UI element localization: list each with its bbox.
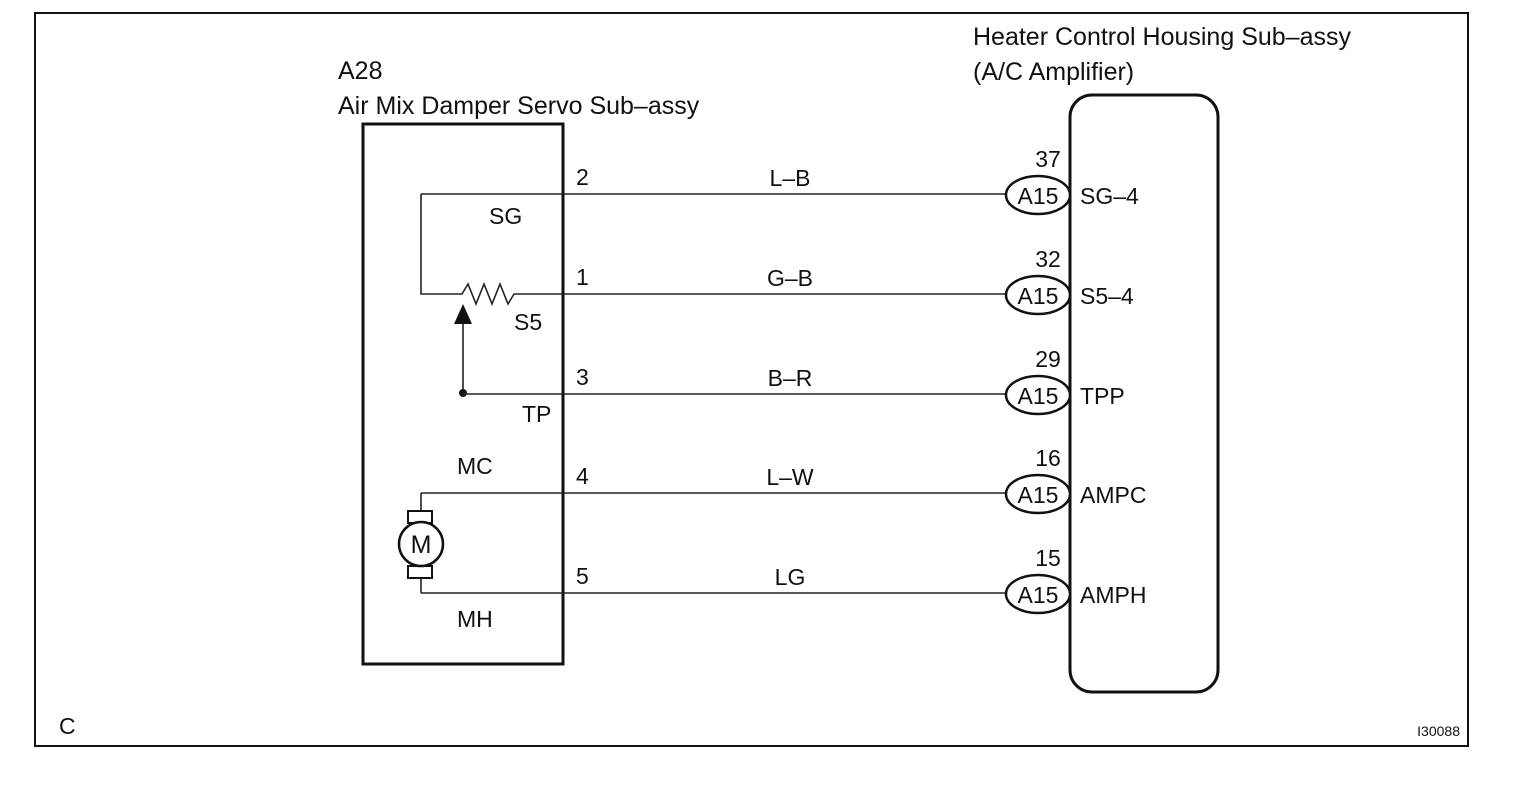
mh-label: MH [457,606,493,632]
diagram-frame [34,12,1469,747]
connector-label: A15 [1018,383,1059,409]
potentiometer-resistor [420,194,515,307]
connector-label: A15 [1018,283,1059,309]
connector-oval [1004,473,1072,515]
wiper-junction-dot [459,389,467,397]
wire-color-label: B–R [768,365,813,391]
amp-pin-label: 37 [1035,146,1061,172]
amplifier-subtitle-label: (A/C Amplifier) [973,58,1134,86]
servo-pin-label: 3 [576,364,589,390]
wire-color-label: L–W [766,464,814,490]
amp-pin-label: 15 [1035,545,1061,571]
connector-oval [1004,274,1072,316]
wire-color-label: G–B [767,265,813,291]
amp-pin-label: 32 [1035,246,1061,272]
servo-pin-label: 2 [576,164,589,190]
motor-symbol-label: M [411,531,432,559]
connector-label: A15 [1018,482,1059,508]
connector-label: A15 [1018,582,1059,608]
wiper-arrow-icon [454,304,472,324]
amp-terminal-label: AMPC [1080,482,1146,508]
tp-label: TP [522,401,551,427]
connector-oval [1004,374,1072,416]
servo-name-label: Air Mix Damper Servo Sub–assy [338,92,700,120]
servo-pin-label: 5 [576,563,589,589]
servo-ref-label: A28 [338,57,382,85]
connector-label: A15 [1018,183,1059,209]
s5-label: S5 [514,309,542,335]
corner-label: C [59,713,76,739]
amp-terminal-label: AMPH [1080,582,1146,608]
servo-pin-label: 1 [576,264,589,290]
wire-color-label: L–B [770,165,811,191]
servo-pin-label: 4 [576,463,589,489]
connector-oval [1004,573,1072,615]
wire-color-label: LG [775,564,806,590]
motor-icon [397,520,445,568]
amp-terminal-label: TPP [1080,383,1125,409]
amplifier-name-label: Heater Control Housing Sub–assy [973,23,1351,51]
amp-pin-label: 29 [1035,346,1061,372]
motor-brush-bottom [407,565,433,579]
sg-label: SG [489,203,522,229]
amp-terminal-label: S5–4 [1080,283,1134,309]
connector-oval [1004,174,1072,216]
figure-id-label: I30088 [1417,723,1460,739]
amp-pin-label: 16 [1035,445,1061,471]
amp-terminal-label: SG–4 [1080,183,1139,209]
mc-label: MC [457,453,493,479]
